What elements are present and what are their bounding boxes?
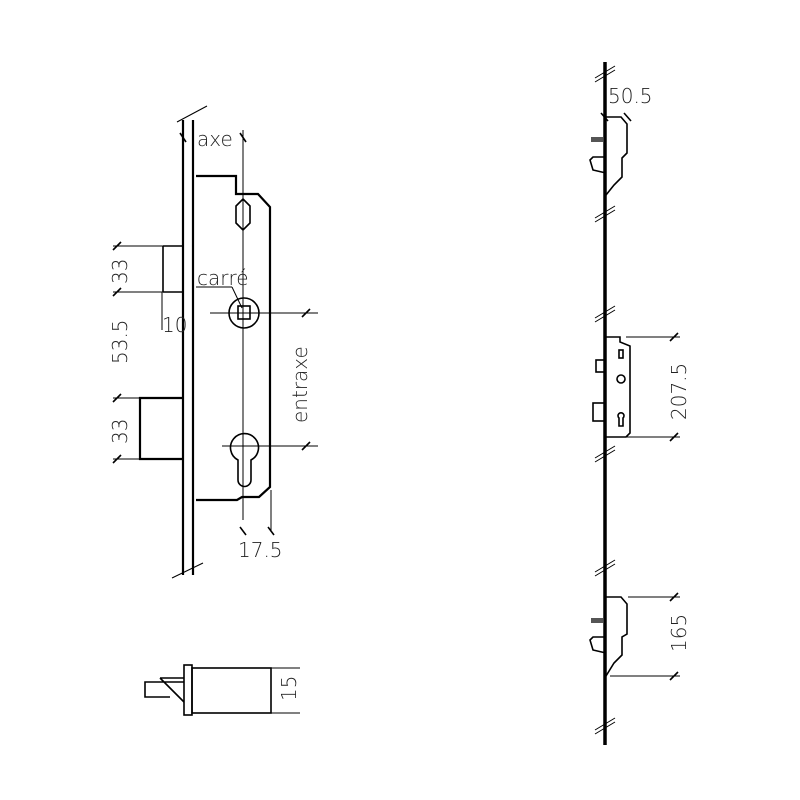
dim-bolt-height: 33 <box>108 419 132 444</box>
dim-latch-height: 33 <box>108 259 132 284</box>
top-hook <box>605 116 628 196</box>
bolt-detail: 15 <box>144 664 301 716</box>
break-mark-top <box>176 105 208 123</box>
gearbox-case <box>606 336 631 438</box>
tick <box>112 393 122 403</box>
bottom-hook-roller <box>589 636 607 654</box>
side-view: 50.5 207.5 165 <box>589 62 691 745</box>
gearbox-bolt <box>592 402 606 422</box>
cylinder-keyhole <box>229 432 260 488</box>
dim-latch-to-bolt: 53.5 <box>108 319 132 364</box>
break-mark-bottom <box>171 562 204 579</box>
dim-latch-depth: 10 <box>162 313 187 337</box>
gearbox-follower <box>616 374 626 384</box>
tick <box>600 112 609 122</box>
tick <box>301 441 311 451</box>
tick <box>112 241 122 251</box>
tick <box>239 526 247 536</box>
top-hook-pin <box>591 137 603 142</box>
tick <box>112 454 122 464</box>
carre-leader-d <box>231 286 243 309</box>
tick <box>239 132 247 143</box>
dim-backset-offset: 17.5 <box>238 538 283 562</box>
tick <box>669 671 679 681</box>
dim-bottom-hook-height: 165 <box>667 614 691 652</box>
gearbox-keyhole <box>617 412 625 427</box>
tick <box>179 132 187 143</box>
tick <box>623 112 632 122</box>
dim-top-hook-offset: 50.5 <box>608 84 653 108</box>
lock-case <box>196 174 272 502</box>
dim-gearbox-height: 207.5 <box>667 363 691 420</box>
break-marks <box>594 65 616 735</box>
carre-label: carré <box>197 266 249 290</box>
top-hook-roller <box>589 156 607 174</box>
gearbox-slot <box>618 349 624 359</box>
bolt-body <box>191 667 272 714</box>
gearbox-latch <box>595 359 606 373</box>
tick <box>669 332 679 342</box>
bolt-tip <box>144 677 185 703</box>
bottom-hook <box>605 596 628 677</box>
deadbolt <box>138 396 183 461</box>
bolt-flange <box>183 664 193 716</box>
bottom-hook-pin <box>591 618 603 623</box>
tick <box>301 308 311 318</box>
entraxe-label: entraxe <box>288 346 312 423</box>
latch <box>162 245 183 293</box>
front-view: axe carré entraxe 33 10 53.5 33 17.5 <box>108 105 318 579</box>
dim-bolt-width: 15 <box>277 676 301 701</box>
axe-label: axe <box>197 127 233 151</box>
tick <box>669 592 679 602</box>
tick <box>669 432 679 442</box>
tick <box>112 287 122 297</box>
